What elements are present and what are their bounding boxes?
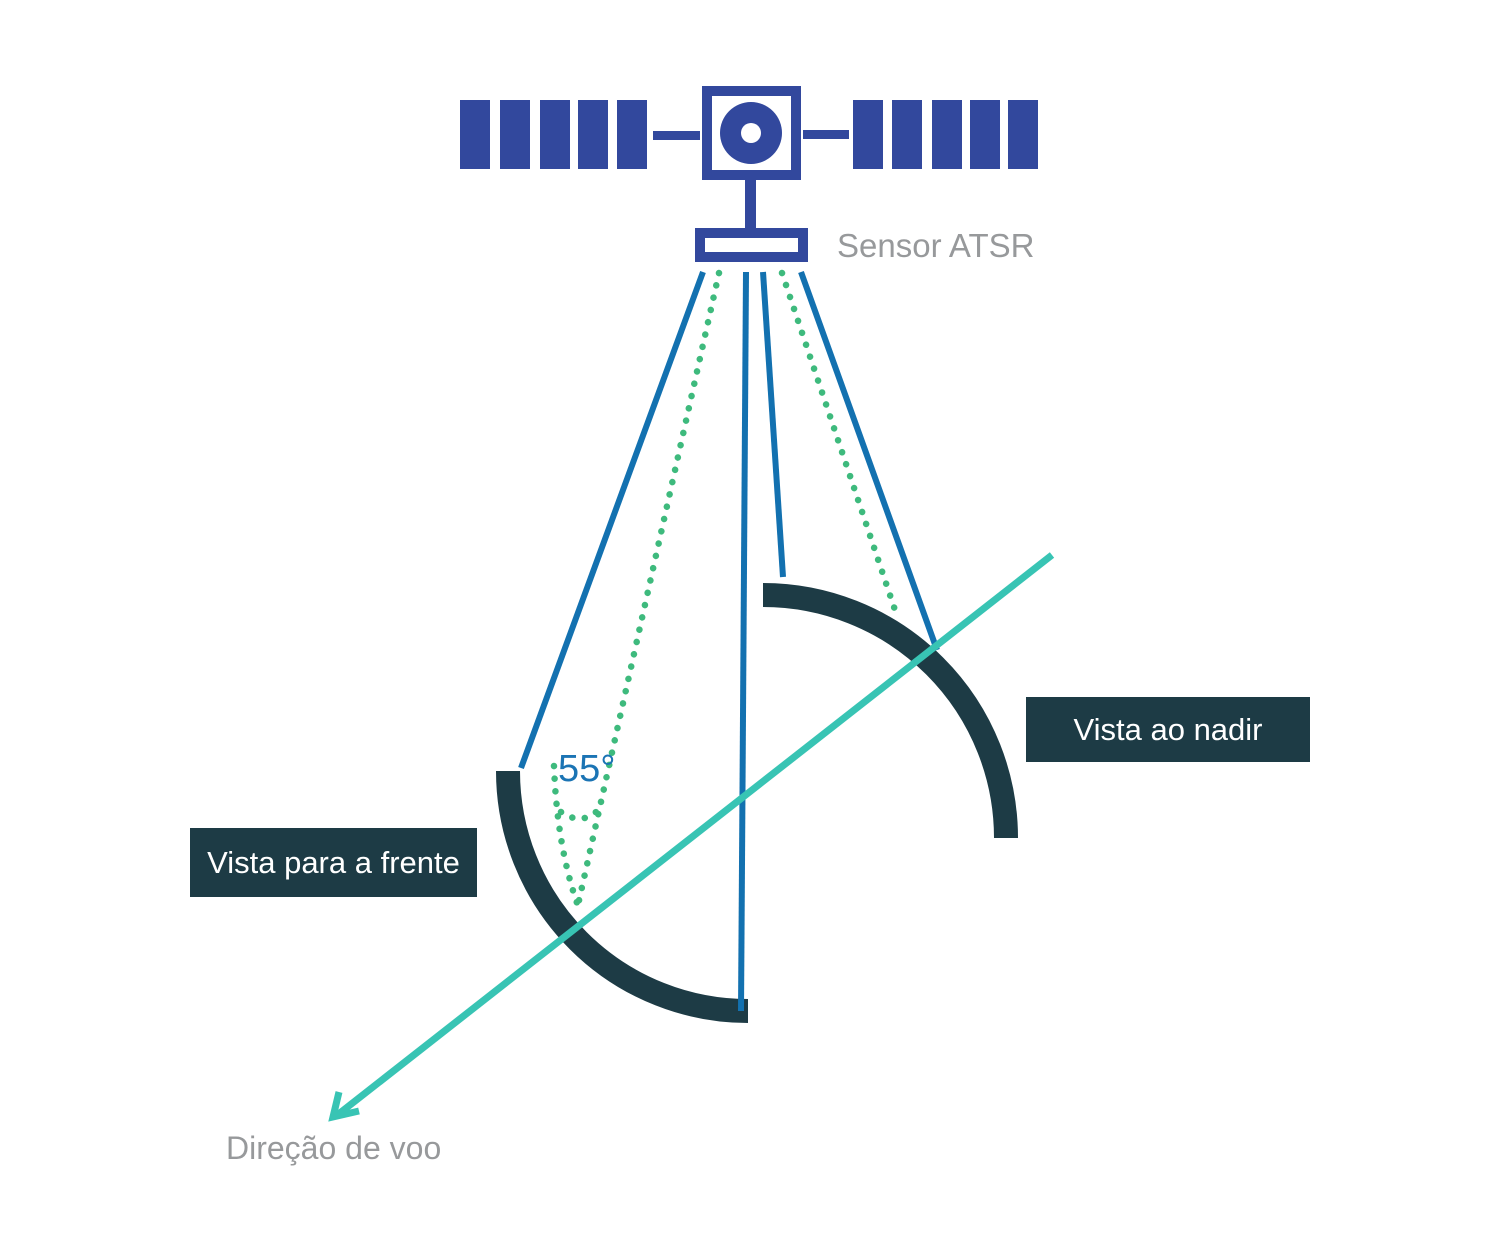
forward-view-left-beam (518, 270, 706, 770)
nadir-view-label: Vista ao nadir (1073, 711, 1263, 747)
satellite-lens-hole (741, 123, 761, 143)
forward-view-arc (496, 770, 749, 1023)
angle-left-dotted-line (550, 762, 581, 907)
panel-arm-right (803, 130, 849, 139)
nadir-view-left-beam (760, 271, 786, 578)
satellite-icon (460, 86, 1038, 262)
forward-view-label: Vista para a frente (207, 844, 460, 880)
nadir-view-label-box: Vista ao nadir (1026, 697, 1310, 762)
arrowhead-icon (328, 1091, 360, 1122)
panel-arm-left (653, 131, 700, 140)
sensor-mast (745, 178, 756, 230)
nadir-vertical-beam (738, 271, 749, 1012)
sensor-atsr-icon (695, 228, 808, 262)
forward-view-dotted-beam (574, 269, 723, 909)
angle-arc-dotted (557, 804, 604, 822)
solar-panel-left-icon (460, 100, 647, 169)
flight-direction-label: Direção de voo (226, 1130, 442, 1166)
sensor-atsr-label: Sensor ATSR (837, 227, 1035, 264)
nadir-view-dotted-beam (778, 269, 901, 620)
nadir-view-right-beam (798, 270, 940, 652)
angle-55-label: 55° (558, 748, 616, 790)
flight-direction-arrow (328, 552, 1055, 1122)
solar-panel-right-icon (853, 100, 1038, 169)
forward-view-label-box: Vista para a frente (190, 828, 477, 897)
nadir-view-arc (762, 583, 1018, 839)
